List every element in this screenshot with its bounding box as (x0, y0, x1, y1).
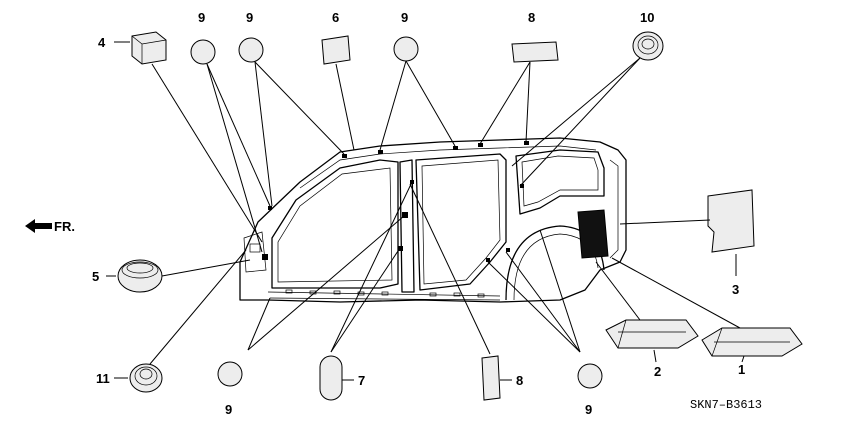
part-4-block (131, 31, 167, 65)
front-direction-indicator: FR. (25, 219, 75, 234)
diagram-code: SKN7–B3613 (690, 398, 762, 412)
callout-10: 10 (640, 10, 654, 25)
callout-8-bottom: 8 (516, 373, 523, 388)
part-11-grommet (129, 363, 163, 393)
part-5-ring (117, 259, 163, 293)
callout-6: 6 (332, 10, 339, 25)
callout-9-b: 9 (246, 10, 253, 25)
rocker-holes (285, 289, 485, 298)
part-2-pad (605, 319, 699, 349)
grommet-locations (262, 141, 529, 262)
callout-9-a: 9 (198, 10, 205, 25)
callout-11: 11 (96, 371, 110, 386)
callout-9-e: 9 (585, 402, 592, 417)
callout-5: 5 (92, 269, 99, 284)
rear-quarter-dark-panel (577, 209, 609, 259)
callout-9-d: 9 (225, 402, 232, 417)
part-9-plug-b (238, 37, 264, 63)
callout-numbers: 4 9 9 6 9 8 10 3 5 11 9 7 8 9 2 1 (92, 10, 745, 417)
callout-8-top: 8 (528, 10, 535, 25)
front-direction-label: FR. (54, 219, 75, 234)
part-7-oval-plug (319, 355, 343, 401)
part-6-seal (321, 35, 351, 65)
callout-1: 1 (738, 362, 745, 377)
part-9-plug-d (217, 361, 243, 387)
part-1-pad (701, 327, 803, 357)
part-8-seal-top (511, 41, 559, 63)
part-8-seal-bottom (481, 355, 501, 401)
body-side-frame (239, 137, 627, 303)
front-direction-arrow-icon (25, 219, 52, 233)
part-9-plug-a (190, 39, 216, 65)
part-3-pad (707, 189, 755, 253)
part-10-grommet (632, 31, 664, 61)
callout-7: 7 (358, 373, 365, 388)
part-9-plug-c (393, 36, 419, 62)
callout-2: 2 (654, 364, 661, 379)
leader-lines (106, 41, 745, 381)
callout-4: 4 (98, 35, 106, 50)
callout-3: 3 (732, 282, 739, 297)
callout-9-c: 9 (401, 10, 408, 25)
part-9-plug-e (577, 363, 603, 389)
